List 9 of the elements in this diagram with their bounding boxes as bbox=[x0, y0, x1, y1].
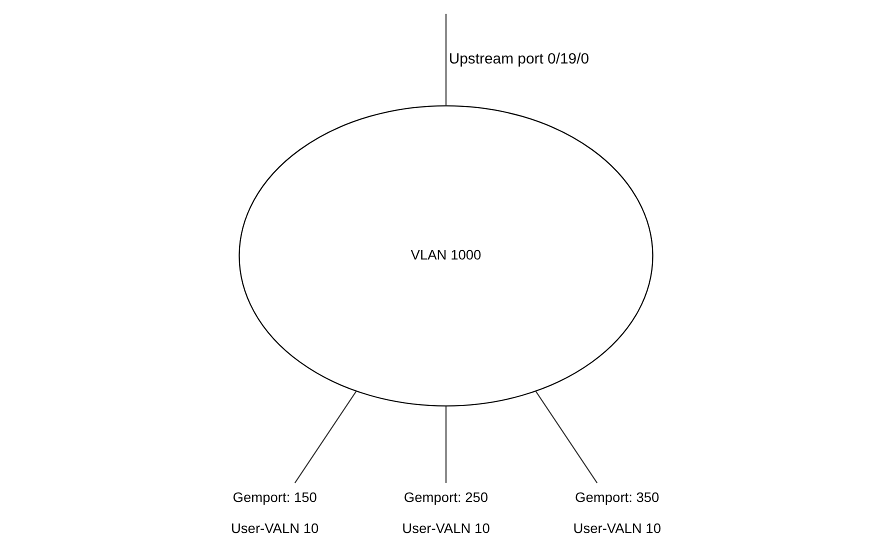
connector bbox=[294, 391, 356, 484]
node-text: Gemport: 350 User-VALN 10 bbox=[572, 490, 661, 536]
edge-label: Upstream port 0/19/0 bbox=[448, 50, 589, 68]
connector bbox=[444, 406, 446, 483]
node-ellipse: VLAN 1000 bbox=[238, 105, 653, 406]
connector bbox=[534, 391, 598, 484]
node-text: Gemport: 250 User-VALN 10 bbox=[402, 490, 490, 536]
connector bbox=[444, 14, 446, 106]
node-text: Gemport: 150 User-VALN 10 bbox=[230, 490, 318, 536]
